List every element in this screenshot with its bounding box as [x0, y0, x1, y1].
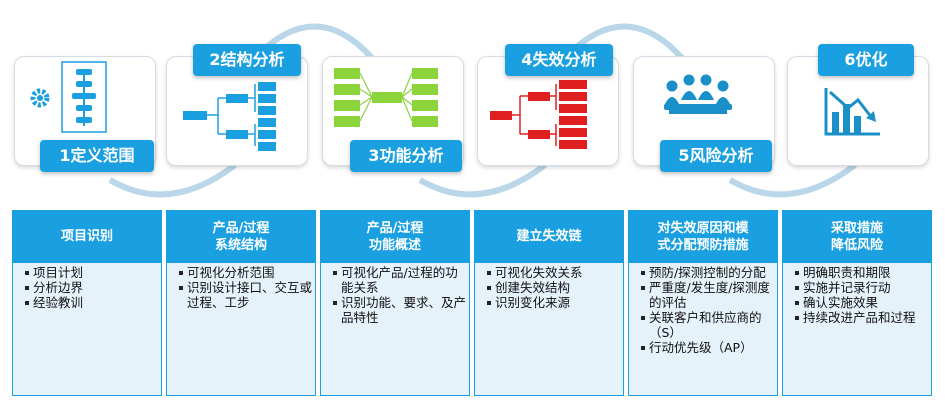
list-item: 可视化失效关系 [487, 265, 623, 280]
column-head-3: 产品/过程功能概述 [320, 210, 470, 263]
list-item: 识别变化来源 [487, 295, 623, 310]
decline-chart-icon [824, 88, 880, 136]
column-head-5: 对失效原因和模式分配预防措施 [628, 210, 778, 263]
column-body-2: 可视化分析范围 识别设计接口、交互或过程、工步 [166, 263, 316, 396]
list-item: 项目计划 [25, 265, 161, 280]
list-item: 可视化产品/过程的功能关系 [333, 265, 469, 295]
connector-arc [418, 162, 547, 198]
gear-and-tree-icon [30, 61, 107, 133]
list-item: 关联客户和供应商的（S） [641, 310, 777, 340]
failure-chain-icon [490, 80, 587, 149]
list-item: 持续改进产品和过程 [795, 310, 931, 325]
head-line: 项目识别 [60, 229, 113, 244]
list-item: 行动优先级（AP） [641, 340, 777, 355]
list-item: 创建失效结构 [487, 280, 623, 295]
step-badge-5: 5风险分析 [660, 140, 772, 172]
step-badge-1: 1定义范围 [40, 140, 154, 172]
column-body-5: 预防/探测控制的分配 严重度/发生度/探测度的评估 关联客户和供应商的（S） 行… [628, 263, 778, 396]
connector-arc [728, 162, 857, 198]
column-head-6: 采取措施降低风险 [782, 210, 932, 263]
head-line: 对失效原因和模 [657, 220, 749, 236]
head-line: 产品/过程 [366, 220, 424, 236]
list-item: 确认实施效果 [795, 295, 931, 310]
head-line: 采取措施 [830, 220, 883, 236]
column-head-1: 项目识别 [12, 210, 162, 263]
connector-arc [108, 162, 237, 198]
step-icons [30, 61, 880, 151]
list-item: 识别功能、要求、及产品特性 [333, 295, 469, 325]
function-network-icon [334, 68, 438, 127]
step-badge-2: 2结构分析 [193, 44, 301, 76]
head-line: 降低风险 [830, 237, 883, 253]
list-item: 实施并记录行动 [795, 280, 931, 295]
list-item: 分析边界 [25, 280, 161, 295]
structure-tree-icon [183, 82, 276, 151]
column-head-4: 建立失效链 [474, 210, 624, 263]
list-item: 明确职责和期限 [795, 265, 931, 280]
head-line: 建立失效链 [516, 229, 582, 244]
list-item: 严重度/发生度/探测度的评估 [641, 280, 777, 310]
step-badge-6: 6优化 [818, 44, 914, 76]
head-line: 产品/过程 [212, 220, 270, 236]
column-body-3: 可视化产品/过程的功能关系 识别功能、要求、及产品特性 [320, 263, 470, 396]
column-head-2: 产品/过程系统结构 [166, 210, 316, 263]
list-item: 经验教训 [25, 295, 161, 310]
head-line: 系统结构 [214, 237, 267, 253]
list-item: 预防/探测控制的分配 [641, 265, 777, 280]
step-badge-3: 3功能分析 [350, 140, 462, 172]
team-meeting-icon [664, 74, 732, 114]
head-line: 式分配预防措施 [657, 237, 749, 253]
column-body-1: 项目计划 分析边界 经验教训 [12, 263, 162, 396]
list-item: 识别设计接口、交互或过程、工步 [179, 280, 315, 310]
step-badge-4: 4失效分析 [505, 44, 613, 76]
list-item: 可视化分析范围 [179, 265, 315, 280]
column-body-4: 可视化失效关系 创建失效结构 识别变化来源 [474, 263, 624, 396]
head-line: 功能概述 [368, 237, 421, 253]
column-body-6: 明确职责和期限 实施并记录行动 确认实施效果 持续改进产品和过程 [782, 263, 932, 396]
